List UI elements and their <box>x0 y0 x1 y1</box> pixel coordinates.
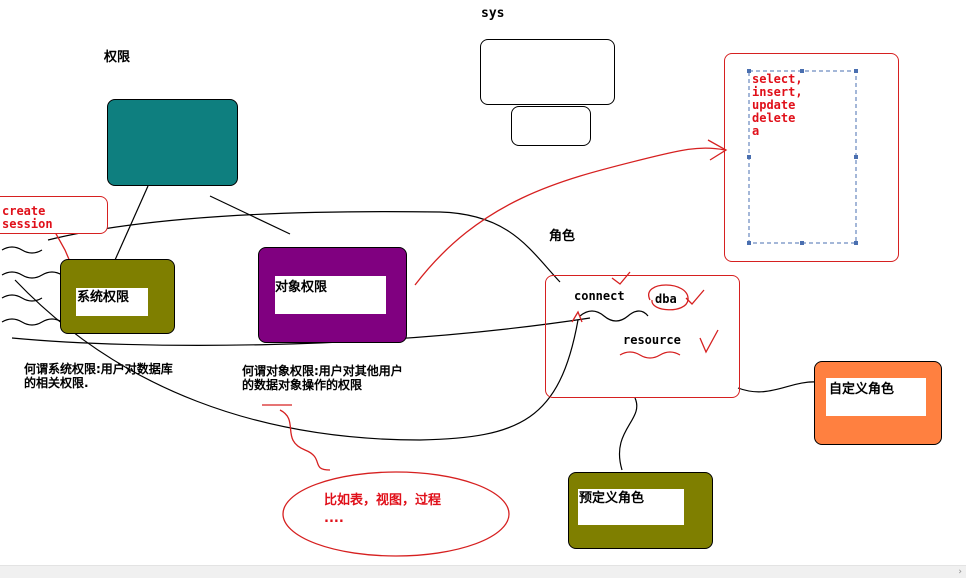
custom-role-label-bg <box>826 378 926 416</box>
red-check-dba <box>685 289 705 305</box>
object-ops-line-2: insert, <box>752 85 803 99</box>
red-arrowhead <box>707 139 728 161</box>
create-session-callout <box>0 196 108 234</box>
role-connect: connect <box>574 289 625 303</box>
custom-role-box[interactable]: 自定义角色 <box>814 361 942 445</box>
create-session-text: create session <box>2 205 53 231</box>
object-example-line-2: .... <box>324 511 344 526</box>
sys-title: sys <box>481 6 505 21</box>
red-scribble-connect <box>571 310 583 323</box>
loop-lower-curve <box>11 317 591 346</box>
object-privilege-description-line-1: 何谓对象权限:用户对其他用户 <box>242 364 403 378</box>
role-dba: dba <box>655 292 677 306</box>
system-privilege-description-line-1: 何谓系统权限:用户对数据库 <box>24 362 173 376</box>
object-privilege-description: 何谓对象权限:用户对其他用户 的数据对象操作的权限 <box>242 364 403 392</box>
object-privilege-label-bg <box>275 276 386 314</box>
object-ops-box <box>724 53 899 262</box>
loop-bottom-curve <box>14 279 579 441</box>
object-ops-line-3: update <box>752 98 796 112</box>
object-privilege-box[interactable]: 对象权限 <box>258 247 407 343</box>
predefined-role-label-bg <box>578 489 684 525</box>
object-ops-line-1: select, <box>752 72 803 86</box>
red-check-connect <box>611 271 631 285</box>
red-arrow-to-ops <box>414 147 726 286</box>
predefined-role-box[interactable]: 预定义角色 <box>568 472 713 549</box>
create-session-line-2: session <box>2 217 53 231</box>
line-privilege-to-system <box>114 185 149 261</box>
system-privilege-box[interactable]: 系统权限 <box>60 259 175 334</box>
red-squiggle-to-example <box>279 409 331 471</box>
privilege-title: 权限 <box>104 50 131 65</box>
object-ops-line-5: a <box>752 124 760 138</box>
line-role-to-predefined <box>618 397 638 471</box>
red-ellipse-example <box>282 471 510 557</box>
role-box[interactable] <box>545 275 740 398</box>
object-example-line-1: 比如表，视图，过程 <box>324 493 442 508</box>
object-ops-line-4: delete <box>752 111 796 125</box>
red-squiggle-resource <box>619 351 681 359</box>
object-ops-list[interactable]: select, insert, update delete a <box>752 73 803 138</box>
role-title: 角色 <box>549 229 576 244</box>
line-role-to-custom <box>737 381 819 393</box>
sys-box-large[interactable] <box>480 39 615 105</box>
custom-role-label: 自定义角色 <box>829 382 895 397</box>
sys-box-small[interactable] <box>511 106 591 146</box>
loop-curve <box>47 211 561 283</box>
system-privilege-label-bg <box>76 288 148 316</box>
role-resource: resource <box>623 333 681 347</box>
object-privilege-label: 对象权限 <box>275 280 328 295</box>
privilege-box[interactable] <box>107 99 238 186</box>
scroll-right-arrow-icon[interactable]: › <box>958 567 962 577</box>
system-privilege-description: 何谓系统权限:用户对数据库 的相关权限. <box>24 362 173 390</box>
object-example: 比如表，视图，过程 .... <box>324 492 441 528</box>
wave-1 <box>1 246 43 254</box>
predefined-role-label: 预定义角色 <box>579 491 645 506</box>
horizontal-scrollbar[interactable]: › <box>0 565 966 578</box>
object-privilege-description-line-2: 的数据对象操作的权限 <box>242 378 363 392</box>
create-session-line-1: create <box>2 204 46 218</box>
wave-connect <box>579 310 649 322</box>
wave-2 <box>1 271 63 279</box>
wave-4 <box>1 318 63 326</box>
system-privilege-description-line-2: 的相关权限. <box>24 376 89 390</box>
system-privilege-label: 系统权限 <box>77 290 130 305</box>
wave-3 <box>1 294 43 302</box>
red-check-resource <box>699 329 719 354</box>
